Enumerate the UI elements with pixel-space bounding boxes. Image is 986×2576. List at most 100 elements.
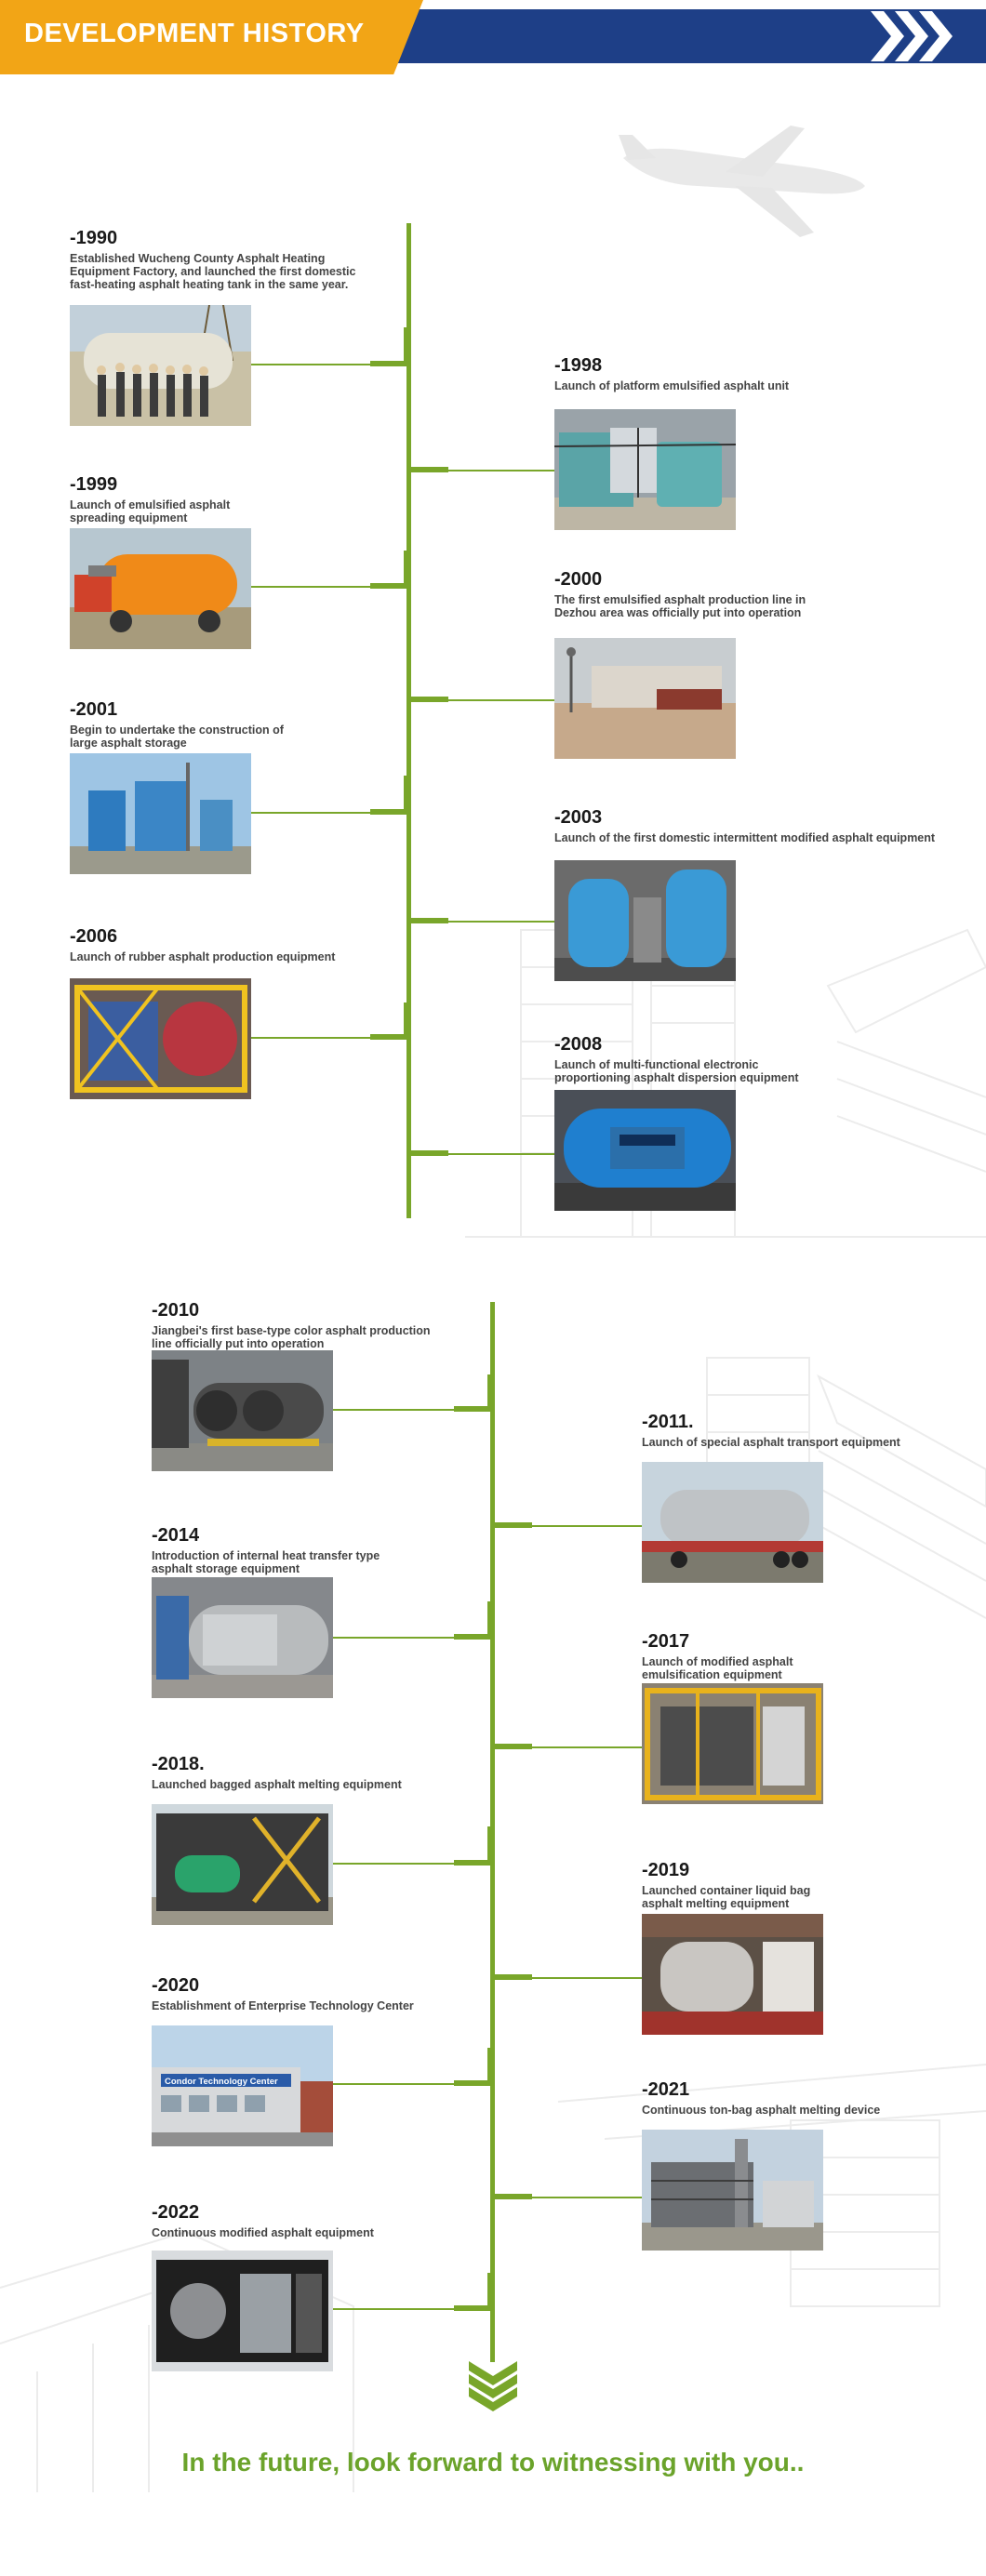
milestone-year: -1998 [554,355,603,376]
milestone-2000: -2000 The first emulsified asphalt produ… [554,569,964,619]
tick-2017 [490,1744,532,1749]
tick-2021 [490,2194,532,2199]
milestone-year: -2018. [152,1754,205,1774]
tick-2000 [406,697,448,702]
milestone-year: -2021 [642,2079,690,2100]
future-slogan: In the future, look forward to witnessin… [181,2448,805,2476]
milestone-2022: -2022 Continuous modified asphalt equipm… [152,2202,486,2239]
milestone-year: -2017 [642,1631,690,1652]
tick-2020 [454,2080,491,2086]
milestone-description: Introduction of internal heat transfer t… [152,1549,380,1575]
photo-2003-modified-asphalt-equipment [554,860,736,981]
milestone-2014: -2014 Introduction of internal heat tran… [152,1525,486,1575]
connector-2021 [530,2197,642,2198]
tick-2019 [490,1974,532,1980]
photo-2008-dispersion-equipment [554,1090,736,1211]
photo-2000-production-line-site [554,638,736,759]
node-2003 [406,886,410,920]
double-chevron-icon [871,11,953,61]
node-2008 [406,1116,410,1149]
connector-2017 [530,1746,642,1748]
milestone-1998: -1998 Launch of platform emulsified asph… [554,355,964,392]
tick-2010 [454,1406,491,1412]
connector-2011 [530,1525,642,1527]
photo-2001-large-storage-tanks [70,753,251,874]
tick-1998 [406,467,448,472]
milestone-year: -1999 [70,474,118,495]
photo-2018-bagged-melting-equipment [152,1804,333,1925]
photo-2017-emulsification-equipment [642,1683,823,1804]
milestone-description: Launch of emulsified asphalt spreading e… [70,498,231,524]
node-2011 [490,1490,494,1523]
milestone-year: -2000 [554,569,603,590]
connector-2014 [333,1637,456,1639]
milestone-description: Continuous modified asphalt equipment [152,2226,374,2239]
milestone-1990: -1990 Established Wucheng County Asphalt… [70,228,405,291]
tick-2003 [406,918,448,923]
photo-1999-spreading-equipment [70,528,251,649]
milestone-year: -2020 [152,1975,200,1996]
milestone-description: Launch of rubber asphalt production equi… [70,950,336,963]
milestone-year: -2008 [554,1034,603,1055]
page-header: DEVELOPMENT HISTORY [0,0,986,74]
node-2017 [490,1711,494,1745]
milestone-description: The first emulsified asphalt production … [554,593,806,619]
photo-2006-rubber-asphalt-equipment [70,978,251,1099]
milestone-description: Launch of special asphalt transport equi… [642,1436,900,1449]
tick-2022 [454,2305,491,2311]
milestone-2021: -2021 Continuous ton-bag asphalt melting… [642,2079,977,2117]
node-2014 [487,1601,491,1635]
milestone-1999: -1999 Launch of emulsified asphalt sprea… [70,474,405,524]
milestone-year: -2006 [70,926,118,947]
milestone-year: -2022 [152,2202,200,2223]
airplane-decoration [619,126,865,237]
connector-2018 [333,1863,456,1865]
connector-1999 [251,586,372,588]
tick-2014 [454,1634,491,1640]
milestone-description: Launched container liquid bag asphalt me… [642,1884,811,1910]
node-2018 [487,1826,491,1860]
milestone-2008: -2008 Launch of multi-functional electro… [554,1034,964,1084]
photo-2011-transport-equipment [642,1462,823,1583]
milestone-year: -2019 [642,1860,690,1880]
milestone-2020: -2020 Establishment of Enterprise Techno… [152,1975,486,2012]
connector-1990 [251,364,372,365]
connector-2000 [446,699,554,701]
photo-2022-modified-asphalt-equipment [152,2251,333,2371]
milestone-2003: -2003 Launch of the first domestic inter… [554,807,982,844]
milestone-2010: -2010 Jiangbei's first base-type color a… [152,1300,486,1350]
milestone-2018: -2018. Launched bagged asphalt melting e… [152,1754,486,1791]
page-title: DEVELOPMENT HISTORY [24,19,365,48]
connector-2020 [333,2083,456,2085]
milestone-description: Established Wucheng County Asphalt Heati… [70,252,356,291]
photo-2019-container-melting-equipment [642,1914,823,2035]
photo-2021-ton-bag-melting-device [642,2130,823,2251]
milestone-description: Continuous ton-bag asphalt melting devic… [642,2104,881,2117]
photo-1998-emulsified-unit [554,409,736,530]
milestone-2006: -2006 Launch of rubber asphalt productio… [70,926,405,963]
node-2021 [490,2161,494,2195]
timeline-2-spine [490,1302,495,2362]
node-2000 [406,665,410,698]
connector-2022 [333,2308,456,2310]
node-2020 [487,2048,491,2081]
tick-2001 [370,809,407,815]
tick-2006 [370,1034,407,1040]
milestone-2019: -2019 Launched container liquid bag asph… [642,1860,977,1910]
node-2019 [490,1942,494,1975]
node-1998 [406,437,410,471]
node-2006 [404,1003,407,1036]
connector-2008 [446,1153,554,1155]
milestone-description: Launch of modified asphalt emulsificatio… [642,1655,793,1681]
milestone-2001: -2001 Begin to undertake the constructio… [70,699,405,750]
node-1990 [404,327,407,361]
milestone-2011: -2011. Launch of special asphalt transpo… [642,1412,977,1449]
milestone-year: -2010 [152,1300,200,1321]
connector-2001 [251,812,372,814]
node-2001 [404,776,407,809]
milestone-description: Establishment of Enterprise Technology C… [152,1999,414,2012]
node-2010 [487,1374,491,1408]
node-1999 [404,551,407,584]
node-2022 [487,2273,491,2306]
milestone-year: -2014 [152,1525,200,1546]
